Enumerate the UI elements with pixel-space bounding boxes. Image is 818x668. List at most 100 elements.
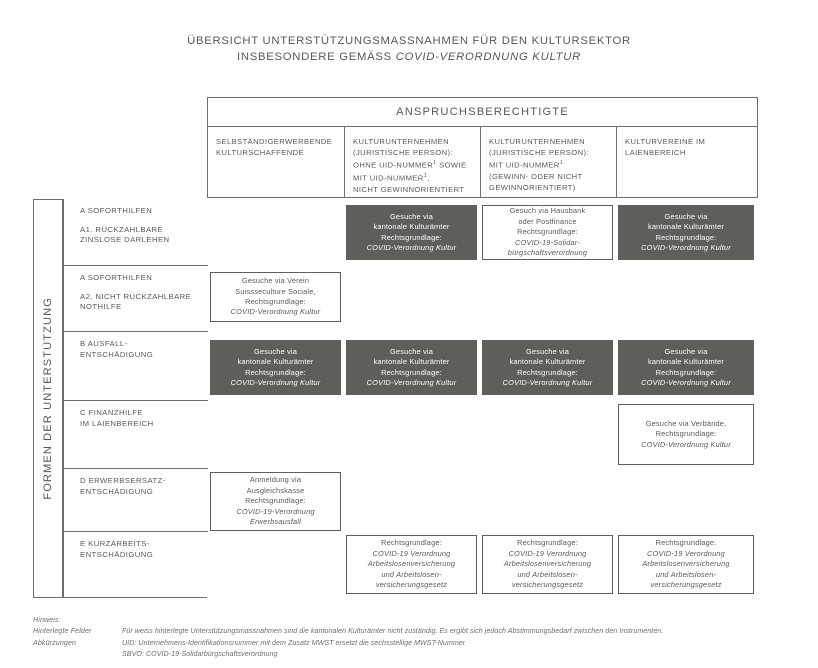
column-header-line: (JURISTISCHE PERSON): (353, 148, 453, 158)
claimants-header-table: ANSPRUCHSBERECHTIGTE SELBSTÄNDIGERWERBEN… (207, 97, 758, 198)
measure-cell-legal-basis-line: versicherungsgesetz (650, 580, 722, 590)
footnote-heading: Hinweis: (33, 616, 61, 624)
measure-cell-legal-basis-line: COVID-Verordnung Kultur (366, 242, 457, 252)
column-header-line: (GEWINN- ODER NICHT (489, 172, 583, 182)
measure-cell-line: Suissseculture Sociale, (235, 286, 316, 296)
measure-cell-text: Gesuche via Verbände,Rechtsgrundlage:COV… (641, 419, 731, 450)
measure-cell-legal-basis-line: Arbeitslosenversicherung (503, 559, 592, 569)
measure-cell-legal-basis-line: und Arbeitslosen- (381, 569, 442, 579)
page-title: ÜBERSICHT UNTERSTÜTZUNGSMASSNAHMEN FÜR D… (0, 33, 818, 65)
title-line-2: INSBESONDERE GEMÄSS COVID-VERORDNUNG KUL… (0, 49, 818, 65)
measure-cell-r4c4: Gesuche via Verbände,Rechtsgrundlage:COV… (618, 404, 754, 465)
row-label-subtitle: ZINSLOSE DARLEHEN (80, 235, 170, 245)
row-label-subtitle: A2. NICHT RÜCKZAHLBARE (80, 291, 192, 301)
measure-cell-line: kantonale Kulturämter (237, 357, 314, 367)
measure-cell-legal-basis-line: Erwerbsausfall (249, 517, 301, 527)
measure-cell-line: Anmeldung via (249, 475, 302, 485)
column-header-line: OHNE UID-NUMMER1 SOWIE (353, 160, 467, 170)
column-header-line: SELBSTÄNDIGERWERBENDE (216, 137, 333, 146)
measure-cell-line: Rechtsgrundlage: (381, 232, 442, 242)
measure-cell-line: Rechtsgrundlage: (655, 429, 717, 439)
measure-cell-line: Gesuch via Hausbank (509, 206, 586, 216)
measure-cell-legal-basis-line: bürgschaftsverordnung (507, 248, 588, 258)
footnote-row: Abkürzungen UID: Unternehmens-Identifikat… (33, 638, 813, 649)
measure-cell-line: Rechtsgrundlage: (517, 227, 578, 237)
row-label-title: A SOFORTHILFEN (80, 273, 153, 282)
measure-cell-line: Gesuche via (253, 346, 298, 356)
column-header-kulturunternehmen-ohne-uid: KULTURUNTERNEHMEN (JURISTISCHE PERSON): OH… (344, 127, 480, 197)
measure-cell-line: Rechtsgrundlage: (655, 367, 717, 377)
row-label: B AUSFALL-ENTSCHÄDIGUNG (64, 331, 208, 400)
footnote-row: SBVO: COVID-19-Solidarbürgschaftsverordn… (33, 649, 813, 660)
title-line-1: ÜBERSICHT UNTERSTÜTZUNGSMASSNAHMEN FÜR D… (187, 35, 631, 47)
measure-cell-legal-basis-line: COVID-19 Verordnung (372, 548, 451, 558)
measure-cell-line: Rechtsgrundlage: (655, 538, 717, 548)
measure-cell-legal-basis-line: und Arbeitslosen- (517, 569, 578, 579)
measure-cell-legal-basis-line: COVID-19-Solidar- (515, 237, 580, 247)
measure-cell-line: Rechtsgrundlage: (245, 297, 306, 306)
row-label-subtitle: E KURZARBEITS- (80, 539, 150, 548)
measure-cell-line: Gesuche via (664, 346, 708, 356)
row-label-subtitle: D ERWERBSERSATZ- (80, 476, 166, 485)
column-header-line: KULTURVEREINE IM (625, 137, 706, 146)
measure-cell-line: Rechtsgrundlage: (655, 232, 717, 242)
measure-cell-legal-basis-line: COVID-Verordnung Kultur (230, 377, 321, 387)
column-header-line: MIT UID-NUMMER1 (489, 160, 564, 170)
title-line-2-italic: COVID-VERORDNUNG KULTUR (395, 51, 581, 63)
measure-cell-line: Gesuche via Verein (241, 276, 310, 286)
claimants-group-label: ANSPRUCHSBERECHTIGTE (396, 106, 569, 118)
footnote-value: Für weiss hinterlegte Unterstützungsmass… (122, 627, 664, 636)
row-label-subtitle: B AUSFALL- (80, 339, 128, 348)
claimants-group-header: ANSPRUCHSBERECHTIGTE (208, 98, 757, 127)
footnote-value: UID: Unternehmens-Identifikationsnummer … (122, 638, 466, 647)
measure-cell-legal-basis-line: COVID-Verordnung Kultur (641, 377, 731, 387)
measure-cell-line: kantonale Kulturämter (647, 357, 725, 367)
column-header-line: KULTURUNTERNEHMEN (353, 137, 450, 146)
measure-cell-line: kantonale Kulturämter (373, 357, 450, 367)
row-label-subtitle: ENTSCHÄDIGUNG (80, 349, 154, 359)
row-label-spacer (80, 217, 202, 225)
row-label: E KURZARBEITS-ENTSCHÄDIGUNG (64, 531, 208, 597)
measure-cell-line: kantonale Kulturämter (647, 222, 725, 232)
row-label-subtitle: IM LAIENBEREICH (80, 418, 154, 428)
row-label-subtitle: ENTSCHÄDIGUNG (80, 486, 154, 496)
footnote-key: Abkürzungen (33, 638, 77, 647)
table-bottom-rule (63, 597, 207, 598)
row-label-subtitle: NOTHILFE (80, 302, 122, 312)
measure-cell-line: Rechtsgrundlage: (381, 538, 442, 548)
measure-cell-line: kantonale Kulturämter (509, 357, 586, 367)
measure-cell-legal-basis-line: COVID-Verordnung Kultur (230, 307, 321, 317)
footnote-heading-row: Hinweis: (33, 615, 813, 626)
column-header-line: NICHT GEWINNORIENTIERT (353, 184, 465, 194)
measure-cell-legal-basis-line: versicherungsgesetz (375, 580, 448, 590)
support-forms-spine-label: FORMEN DER UNTERSTÜTZUNG (42, 297, 54, 500)
measure-cell-legal-basis-line: und Arbeitslosen- (655, 569, 717, 579)
measure-cell-legal-basis-line: Arbeitslosenversicherung (642, 559, 730, 569)
measure-cell-legal-basis-line: COVID-Verordnung Kultur (641, 242, 731, 252)
measure-cell-legal-basis-line: COVID-Verordnung Kultur (502, 377, 593, 387)
measure-cell-legal-basis-line: Arbeitslosenversicherung (367, 559, 456, 569)
measure-cell-line: kantonale Kulturämter (373, 222, 450, 232)
row-label-title: A SOFORTHILFEN (80, 206, 153, 215)
